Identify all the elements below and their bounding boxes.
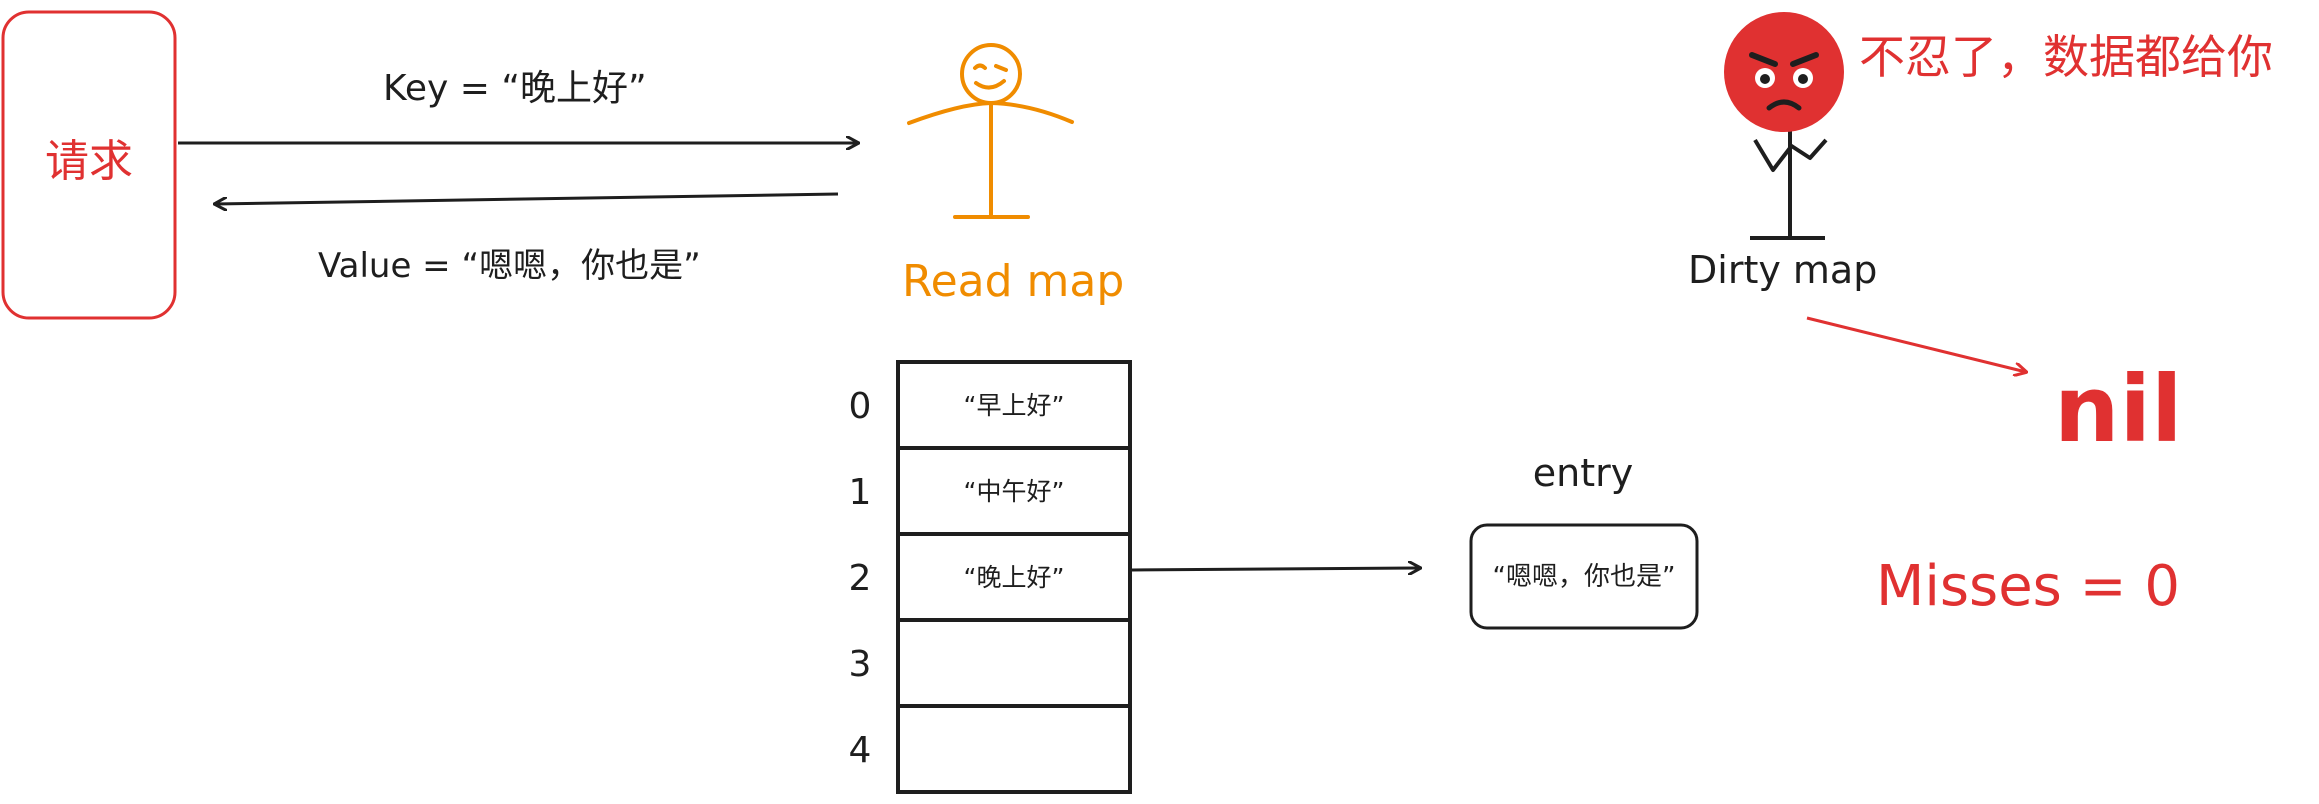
entry-box: “嗯嗯，你也是” (1469, 523, 1699, 630)
dirty-map-speech: 不忍了，数据都给你 (1859, 30, 2273, 84)
dirty-map-angry-face-icon (1724, 12, 1844, 240)
read-map-title: Read map (902, 256, 1124, 307)
read-map-slot-index: 2 (849, 558, 872, 599)
dirty-map-title: Dirty map (1688, 248, 1877, 292)
read-map-slot-index: 3 (849, 644, 872, 685)
dirty-to-nil-arrow (1806, 316, 2026, 372)
read-map-slot-value: “中午好” (964, 477, 1065, 506)
misses-counter: Misses = 0 (1876, 554, 2180, 619)
read-map-slot-value: “早上好” (964, 391, 1065, 420)
read-map-slot-index: 0 (849, 386, 872, 427)
key-label: Key = “晚上好” (383, 68, 647, 109)
entry-value: “嗯嗯，你也是” (1493, 562, 1676, 592)
entry-title: entry (1533, 451, 1633, 495)
read-map-table: 0 “早上好” 1 “中午好” 2 “晚上好” 3 4 (849, 360, 1132, 794)
read-map-slot-value: “晚上好” (964, 563, 1065, 592)
read-map-slot-index: 4 (849, 730, 872, 771)
value-label: Value = “嗯嗯，你也是” (318, 246, 701, 286)
read-map-slot (896, 618, 1132, 708)
value-arrow: Value = “嗯嗯，你也是” (215, 192, 839, 286)
read-map-slot (896, 704, 1132, 794)
request-box: 请求 (1, 10, 177, 320)
read-map-slot-index: 1 (849, 472, 872, 513)
key-arrow: Key = “晚上好” (178, 68, 858, 143)
nil-result: nil (2054, 356, 2183, 463)
slot-to-entry-arrow (1131, 568, 1420, 570)
request-label: 请求 (45, 136, 133, 187)
read-map-stick-figure-icon (907, 43, 1074, 219)
